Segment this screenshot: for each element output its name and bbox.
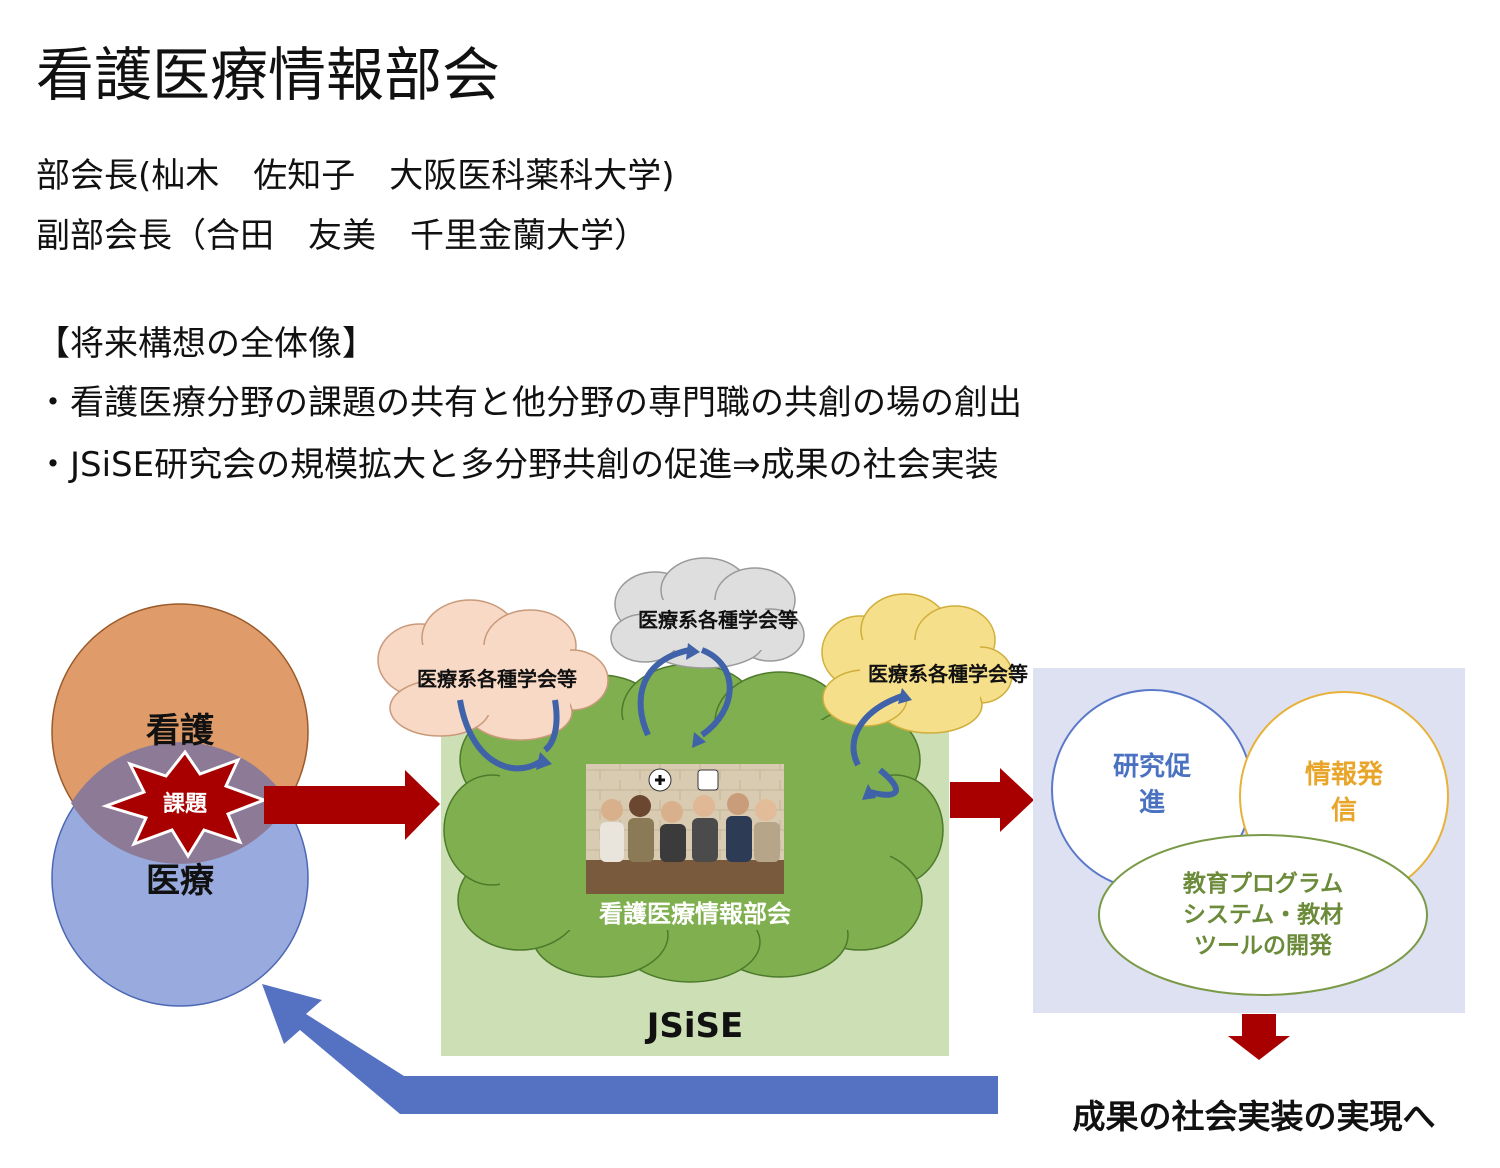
arrow-to-jsise xyxy=(264,770,440,840)
arrow-down xyxy=(1228,1014,1290,1060)
nursing-label: 看護 xyxy=(146,711,215,751)
dev-label-3: ツールの開発 xyxy=(1194,933,1333,959)
page-title: 看護医療情報部会 xyxy=(36,41,501,109)
society-cloud-left xyxy=(377,599,609,741)
dev-label-2: システム・教材 xyxy=(1183,901,1343,928)
vision-heading: 【将来構想の全体像】 xyxy=(36,324,376,364)
issue-burst-icon xyxy=(101,749,269,859)
feedback-arrow xyxy=(262,984,998,1114)
society-label-right: 医療系各種学会等 xyxy=(868,662,1028,686)
group-label: 看護医療情報部会 xyxy=(599,900,791,928)
meeting-photo xyxy=(586,764,784,894)
dev-ellipse xyxy=(1098,834,1428,996)
jsise-label: JSiSE xyxy=(645,1006,744,1046)
society-label-top: 医療系各種学会等 xyxy=(638,608,798,632)
exchange-arrows xyxy=(457,647,906,798)
vice-chair-line: 副部会長（合田 友美 千里金蘭大学） xyxy=(36,216,648,256)
final-label: 成果の社会実装の実現へ xyxy=(1073,1097,1436,1136)
dev-label-1: 教育プログラム xyxy=(1183,870,1343,897)
chair-line: 部会長(杣木 佐知子 大阪医科薬科大学) xyxy=(36,156,675,196)
vision-bullet-2: ・JSiSE研究会の規模拡大と多分野共創の促進⇒成果の社会実装 xyxy=(36,445,999,485)
info-label-2: 信 xyxy=(1331,796,1357,826)
research-label-1: 研究促 xyxy=(1113,751,1191,782)
vision-bullet-1: ・看護医療分野の課題の共有と他分野の専門職の共創の場の創出 xyxy=(36,383,1022,423)
arrow-to-outcomes xyxy=(950,768,1034,832)
medical-label: 医療 xyxy=(146,861,215,901)
info-label-1: 情報発 xyxy=(1305,760,1384,790)
issue-label: 課題 xyxy=(163,791,208,817)
research-label-2: 進 xyxy=(1139,788,1165,818)
society-label-left: 医療系各種学会等 xyxy=(417,667,577,691)
